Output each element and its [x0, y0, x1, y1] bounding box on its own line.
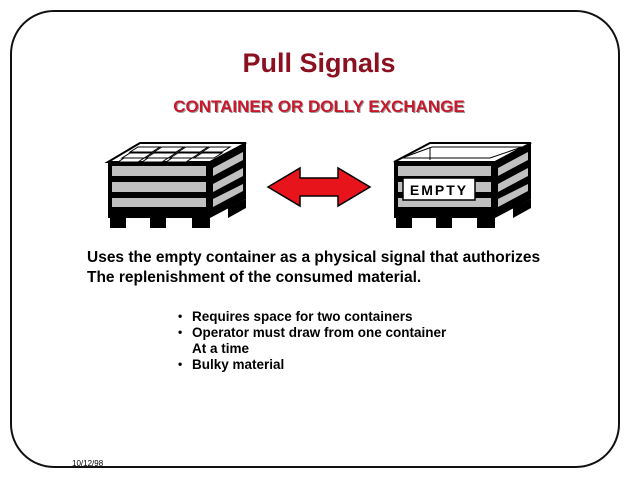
slide-title: Pull Signals: [242, 48, 396, 78]
bullet-item: Requires space for two containers: [178, 308, 538, 325]
bullet-item-continuation: At a time: [192, 341, 250, 356]
bullet-list: Requires space for two containers Operat…: [178, 308, 538, 373]
double-arrow-icon: [266, 166, 372, 208]
description-paragraph: Uses the empty container as a physical s…: [87, 248, 607, 288]
description-line-2: The replenishment of the consumed materi…: [87, 269, 422, 286]
bullet-item: Bulky material: [178, 356, 538, 373]
empty-label: EMPTY: [410, 182, 468, 198]
bullet-item: Operator must draw from one container: [178, 324, 538, 341]
description-line-1: Uses the empty container as a physical s…: [87, 249, 541, 266]
empty-container-icon: EMPTY: [393, 142, 532, 228]
footer-date: 10/12/98: [72, 459, 104, 468]
slide-frame: [10, 10, 620, 468]
full-container-icon: [104, 142, 247, 228]
slide-subtitle: CONTAINER OR DOLLY EXCHANGE: [173, 97, 465, 116]
